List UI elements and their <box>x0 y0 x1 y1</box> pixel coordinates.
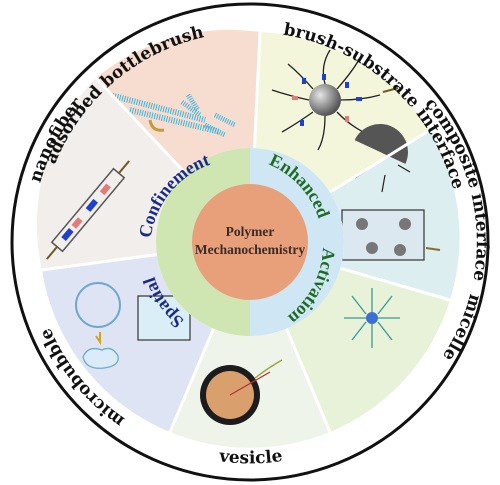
center-title-line2: Mechanochemistry <box>195 242 305 257</box>
sector-composite-interface <box>250 124 460 300</box>
label-vesicle: vesicle <box>217 446 284 468</box>
center-title-line1: Polymer <box>226 224 275 239</box>
svg-text:vesicle: vesicle <box>217 446 284 468</box>
center-circle <box>192 184 308 300</box>
sector-vesicle <box>170 242 330 448</box>
